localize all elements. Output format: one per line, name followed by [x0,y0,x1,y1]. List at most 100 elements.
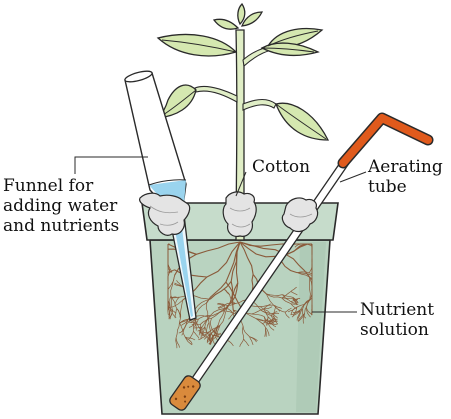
root-strand [224,289,230,295]
root-strand [198,334,207,341]
root-strand [197,326,206,332]
root-strand [212,332,221,336]
root-strand [205,335,212,343]
root-strand [191,294,211,300]
root-strand [268,323,278,325]
root-strand [309,277,311,300]
root-strand [212,330,220,337]
root-strand [259,306,269,318]
root-strand [290,310,301,316]
root-strand [265,327,270,336]
root-strand [194,298,211,310]
cotton-center [222,191,257,237]
root-strand [175,322,180,338]
cotton-label-text: Cotton [252,157,311,177]
root-strand [242,326,250,338]
root-strand [176,280,183,287]
aerating-tube-label-line-1: Aerating [368,157,443,177]
aerating-tube-label-line-2: tube [368,177,407,197]
root-strand [168,307,170,317]
root-strand [227,308,234,314]
root-strand [184,336,196,341]
root-strand [193,331,200,339]
root-strand [271,312,280,314]
root-strand [263,308,271,315]
root-strand [167,263,171,274]
root-strand [251,308,264,315]
root-strand [284,311,290,319]
leaf-upper-left [156,33,238,57]
leaf-middle-right [275,102,330,141]
nutrient-solution-label: Nutrient solution [360,300,434,340]
root-strand [270,315,275,323]
root-strand [226,339,234,347]
plant-branch-right [242,98,277,111]
root-strand [292,297,299,303]
root-strand [242,326,244,339]
root-strand [249,336,254,346]
cotton-label: Cotton [252,157,310,177]
funnel-liquid-surface [148,179,187,186]
root-strand [255,318,266,328]
root-strand [302,313,305,324]
root-strand [170,295,173,310]
root-strand [210,307,228,316]
root-strand [184,336,193,346]
root-strand [193,317,195,332]
root-strand [225,241,241,283]
leader-funnel [74,156,148,174]
root-strand [267,323,275,331]
root-strand [200,329,202,339]
cotton-texture [149,205,313,228]
leader-lines [74,156,367,313]
root-strand [271,313,278,319]
root-strand [263,306,273,310]
funnel-label-line-1: Funnel for [3,176,94,196]
root-strand [210,324,219,336]
root-strand [285,254,311,278]
root-strand [194,317,201,331]
nutrient-solution-label-line-2: solution [360,320,429,340]
root-strand [219,307,228,326]
root-strand [175,337,180,348]
root-strand [296,271,313,275]
root-strand [179,322,186,338]
root-strand [170,295,178,309]
root-strand [260,304,274,307]
root-strand [299,299,310,311]
root-strand [290,303,299,305]
root-strand [226,310,234,314]
aerating-tube-inner [188,154,352,389]
root-strand [200,317,212,325]
leaf-top-bud-center [237,2,246,26]
root-strand [170,309,177,318]
root-strand [306,307,311,318]
root-strand [205,322,210,336]
root-strand [179,319,188,324]
root-strand [198,315,211,320]
root-strand [224,289,230,295]
root-strand [174,296,180,305]
cotton-left [139,192,191,236]
root-strand [239,338,244,347]
root-strand [179,300,184,323]
root-strand [208,324,221,333]
leaf-top-bud-right [240,11,264,27]
root-strand [205,303,210,323]
root-strand [168,309,171,320]
root-strand [196,241,241,255]
root-strand [297,308,303,319]
root-strand [266,293,282,299]
root-strand [273,307,276,318]
nutrient-solution-label-line-1: Nutrient [360,300,435,320]
root-strand [296,272,313,276]
root-strand [174,283,183,287]
root-strand [297,313,305,322]
root-strand [268,318,278,322]
root-strand [191,323,201,325]
root-strand [217,307,227,325]
root-strand [298,313,305,322]
leaf-top-bud-left [212,18,240,30]
root-strand [243,338,250,347]
root-strand [290,303,297,310]
